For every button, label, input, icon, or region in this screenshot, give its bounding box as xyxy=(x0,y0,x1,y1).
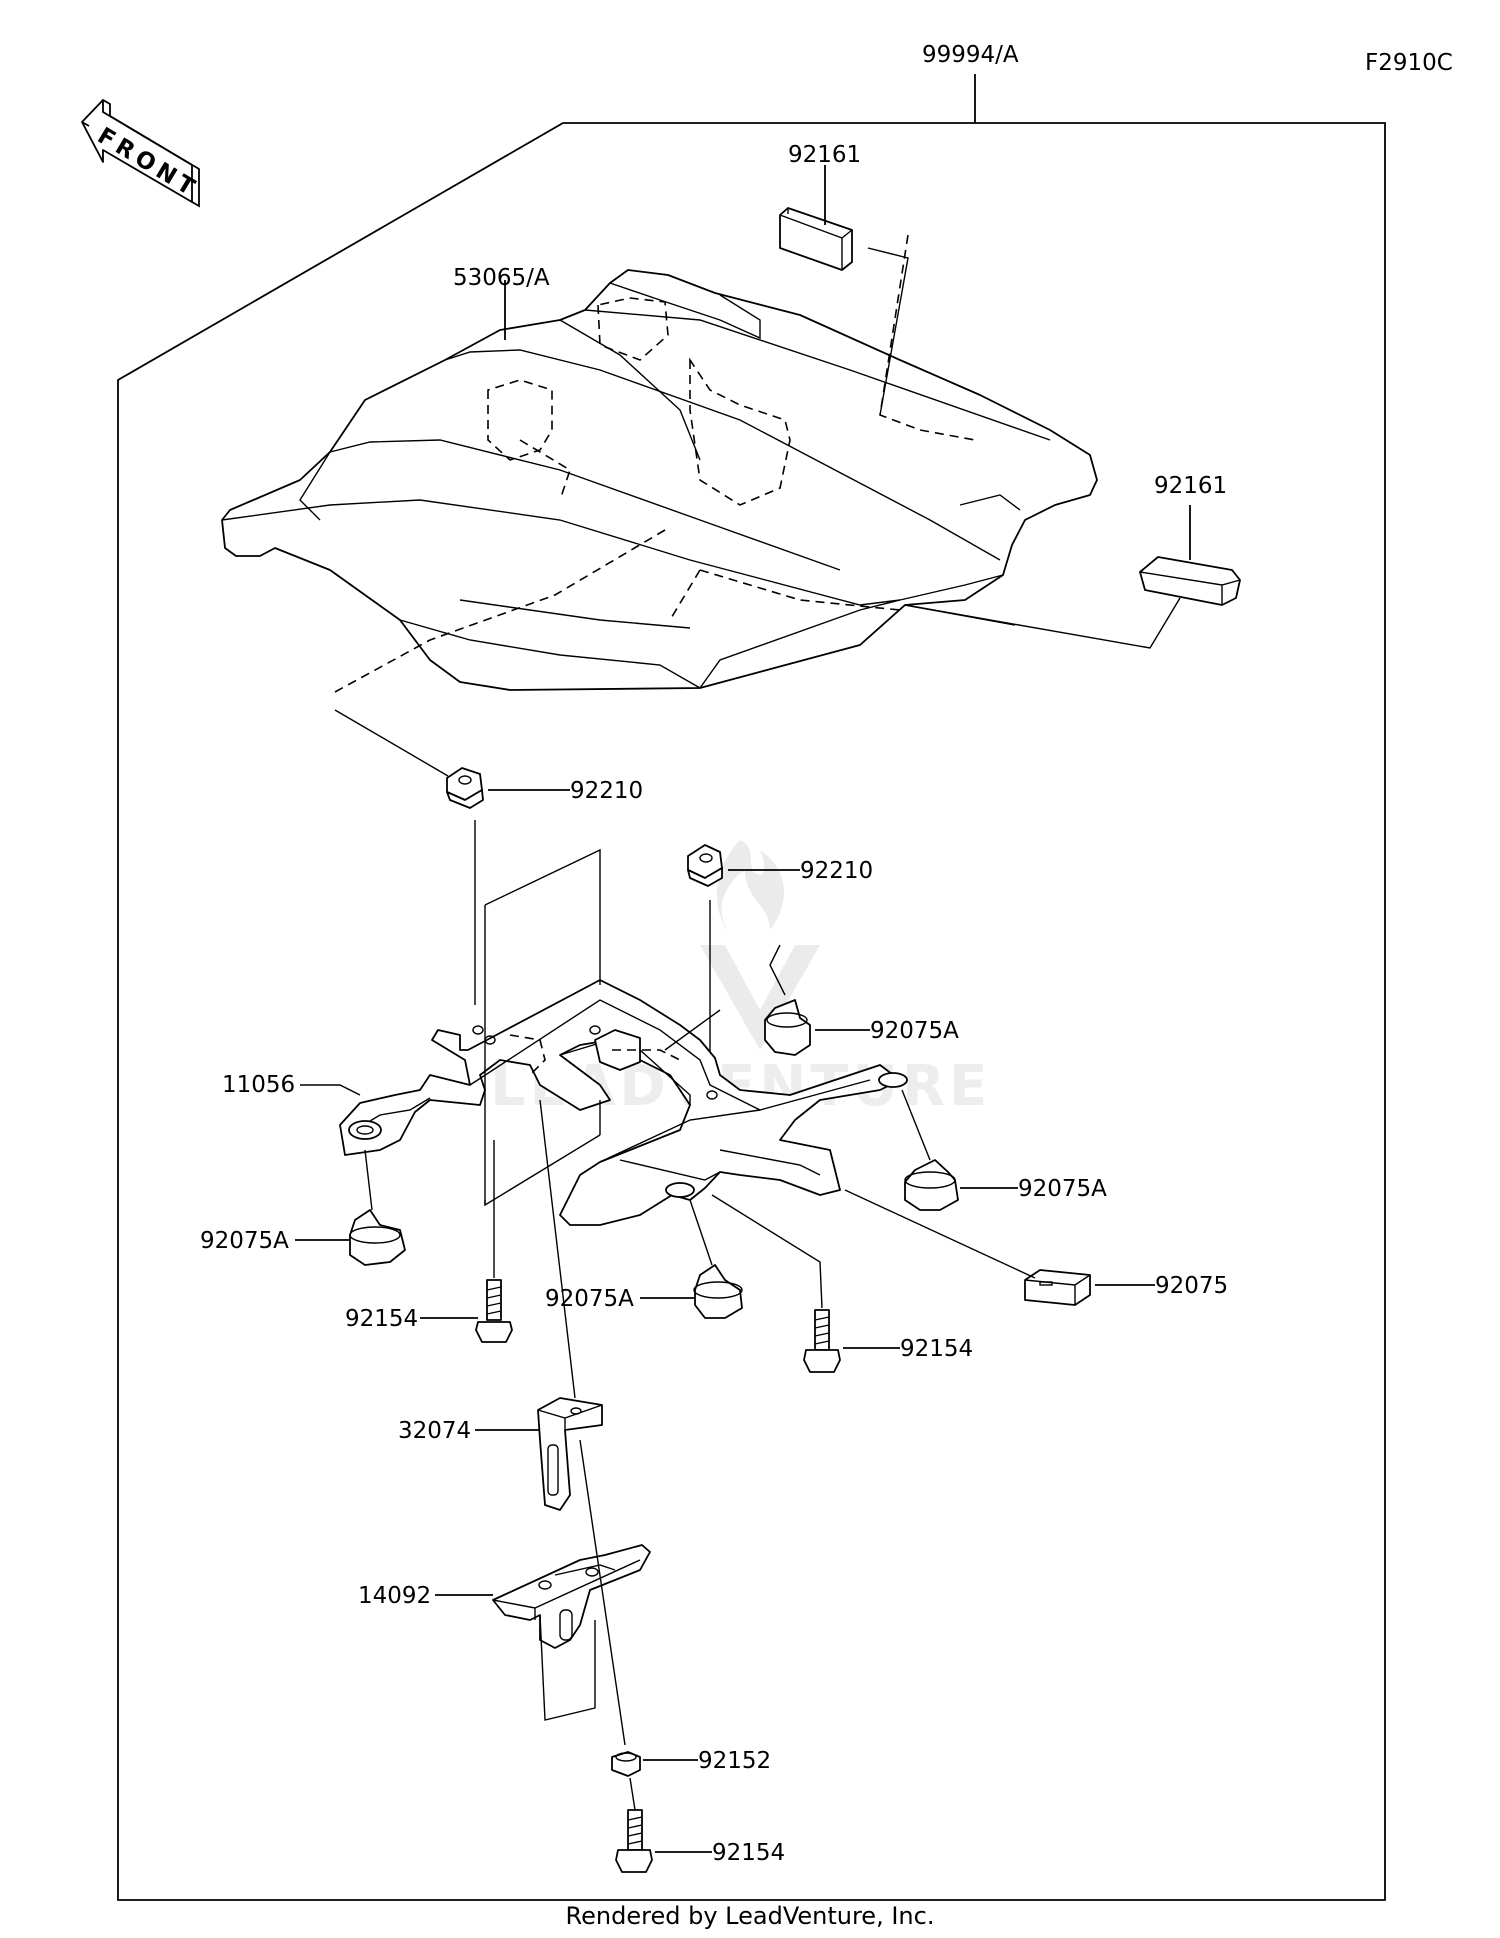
seat-cover: 53065/A xyxy=(221,234,1098,693)
part-label-92152: 92152 xyxy=(698,1748,771,1774)
part-label-92210-left: 92210 xyxy=(570,778,643,804)
bracket: 11056 xyxy=(222,848,908,1226)
pad-top: 92161 xyxy=(779,142,909,416)
part-label-53065a: 53065/A xyxy=(453,265,550,291)
damper-rubber: 92075 xyxy=(844,1189,1228,1306)
stay: 32074 xyxy=(398,1099,603,1511)
part-label-92161-right: 92161 xyxy=(1154,473,1227,499)
part-label-92210-right: 92210 xyxy=(800,858,873,884)
part-label-92154-left: 92154 xyxy=(345,1306,418,1332)
damper-center: 92075A xyxy=(545,1199,743,1319)
collar: 92152 xyxy=(611,1748,771,1811)
bolt-bottom: 92154 xyxy=(615,1809,785,1873)
assembly-frame: 99994/A xyxy=(117,42,1386,1901)
cover: 14092 xyxy=(358,1439,651,1746)
damper-left: 92075A xyxy=(200,1149,406,1266)
bolt-right: 92154 xyxy=(711,1194,973,1373)
part-label-92075: 92075 xyxy=(1155,1273,1228,1299)
damper-right: 92075A xyxy=(901,1089,1107,1211)
part-label-92154-bottom: 92154 xyxy=(712,1840,785,1866)
part-label-92161-top: 92161 xyxy=(788,142,861,168)
nut-left: 92210 xyxy=(334,709,643,1005)
part-label-92075a-right: 92075A xyxy=(1018,1176,1107,1202)
part-label-92075a-center: 92075A xyxy=(545,1286,634,1312)
part-label-11056: 11056 xyxy=(222,1072,295,1098)
bolt-left: 92154 xyxy=(345,1140,513,1343)
part-label-14092: 14092 xyxy=(358,1583,431,1609)
part-label-92075a-left: 92075A xyxy=(200,1228,289,1254)
part-label-92075a-upper: 92075A xyxy=(870,1018,959,1044)
part-label-99994a: 99994/A xyxy=(922,42,1019,68)
part-label-32074: 32074 xyxy=(398,1418,471,1444)
footer-credit: Rendered by LeadVenture, Inc. xyxy=(565,1902,935,1930)
part-label-92154-right: 92154 xyxy=(900,1336,973,1362)
nut-right: 92210 xyxy=(687,844,873,1090)
pad-right: 92161 xyxy=(904,473,1241,649)
front-arrow-icon: FRONT xyxy=(81,99,203,208)
figure-code: F2910C xyxy=(1365,50,1453,76)
damper-upper-right: 92075A xyxy=(664,944,959,1056)
